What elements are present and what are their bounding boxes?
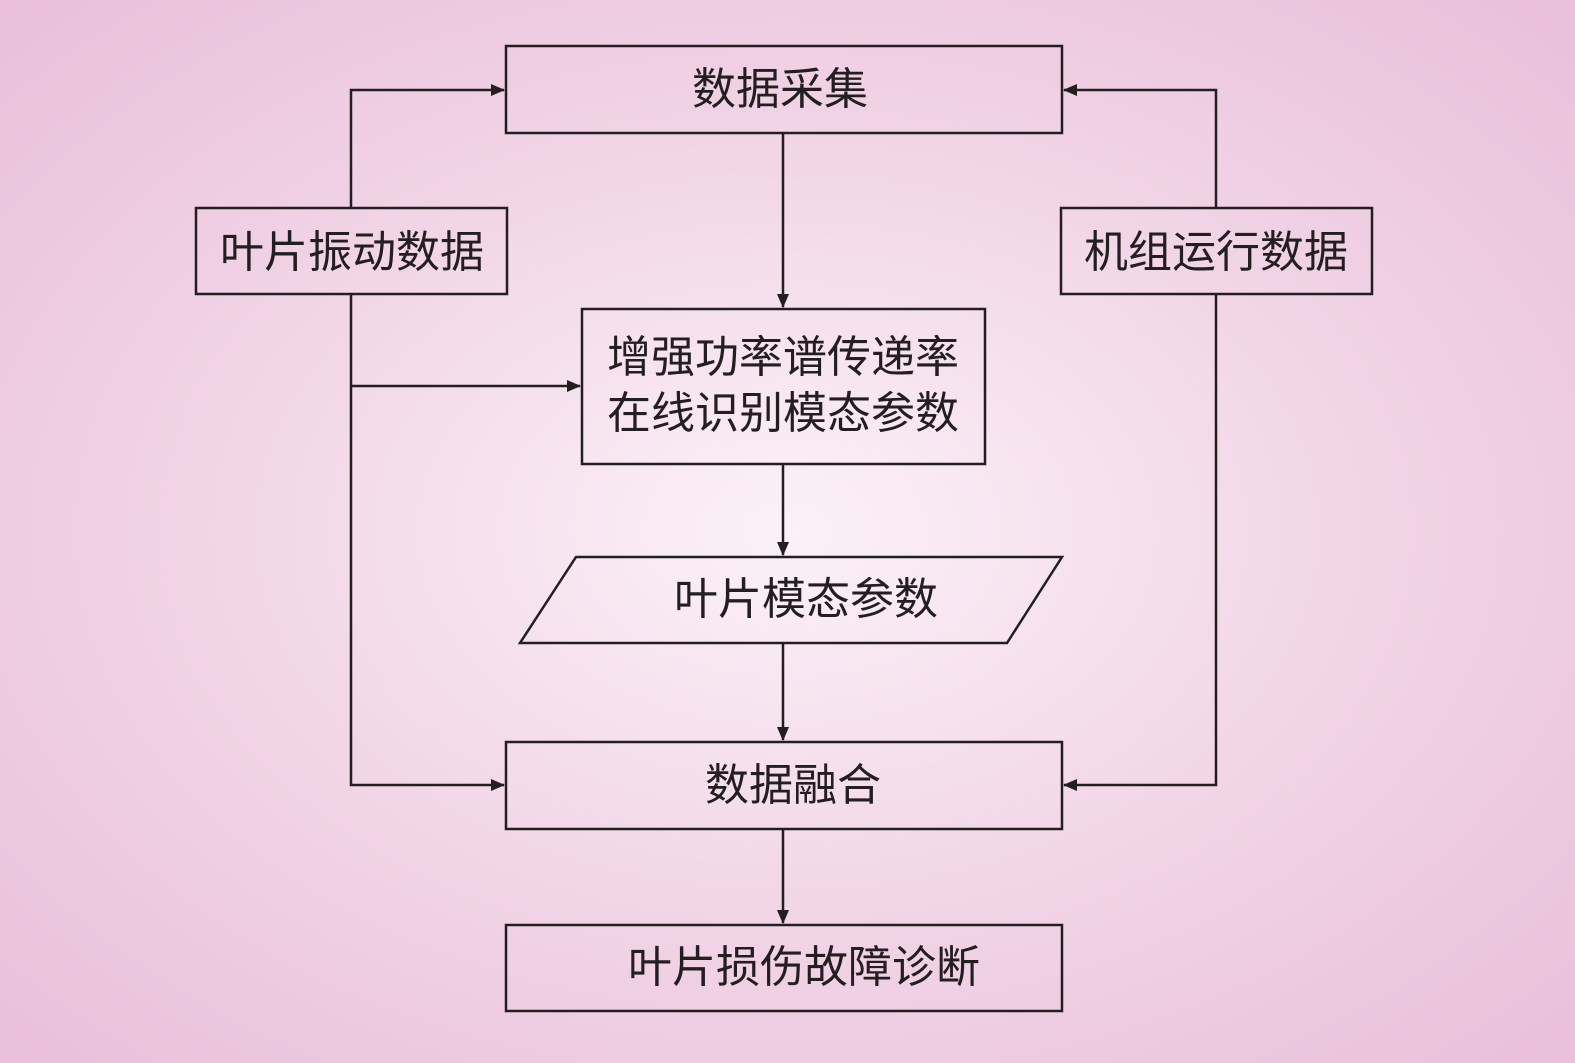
node-blade-vibration: 叶片振动数据 bbox=[194, 206, 509, 296]
node-data-fusion-label: 数据融合 bbox=[705, 760, 881, 811]
node-modal-params-label: 叶片模态参数 bbox=[674, 574, 938, 625]
edge-operation-to-collection bbox=[1063, 84, 1218, 208]
node-modal-params: 叶片模态参数 bbox=[517, 555, 1065, 645]
node-diagnosis-label: 叶片损伤故障诊断 bbox=[628, 942, 980, 993]
node-data-fusion: 数据融合 bbox=[504, 740, 1064, 831]
edge-vibration-to-collection bbox=[349, 84, 505, 208]
node-data-collection: 数据采集 bbox=[504, 44, 1064, 135]
node-identification-line-2: 在线识别模态参数 bbox=[607, 388, 959, 439]
node-modal-params-shape bbox=[517, 555, 1065, 645]
edge-operation-to-fusion bbox=[1063, 294, 1218, 791]
node-data-collection-label: 数据采集 bbox=[692, 64, 868, 115]
node-identification: 增强功率谱传递率 在线识别模态参数 bbox=[580, 307, 987, 466]
node-unit-operation-label: 机组运行数据 bbox=[1084, 227, 1348, 278]
node-blade-vibration-label: 叶片振动数据 bbox=[220, 227, 484, 278]
node-diagnosis: 叶片损伤故障诊断 bbox=[504, 923, 1064, 1013]
node-unit-operation: 机组运行数据 bbox=[1059, 206, 1374, 296]
node-diagnosis-box bbox=[504, 923, 1064, 1013]
node-identification-line-1: 增强功率谱传递率 bbox=[607, 332, 959, 383]
edge-vibration-to-fusion bbox=[349, 294, 505, 791]
